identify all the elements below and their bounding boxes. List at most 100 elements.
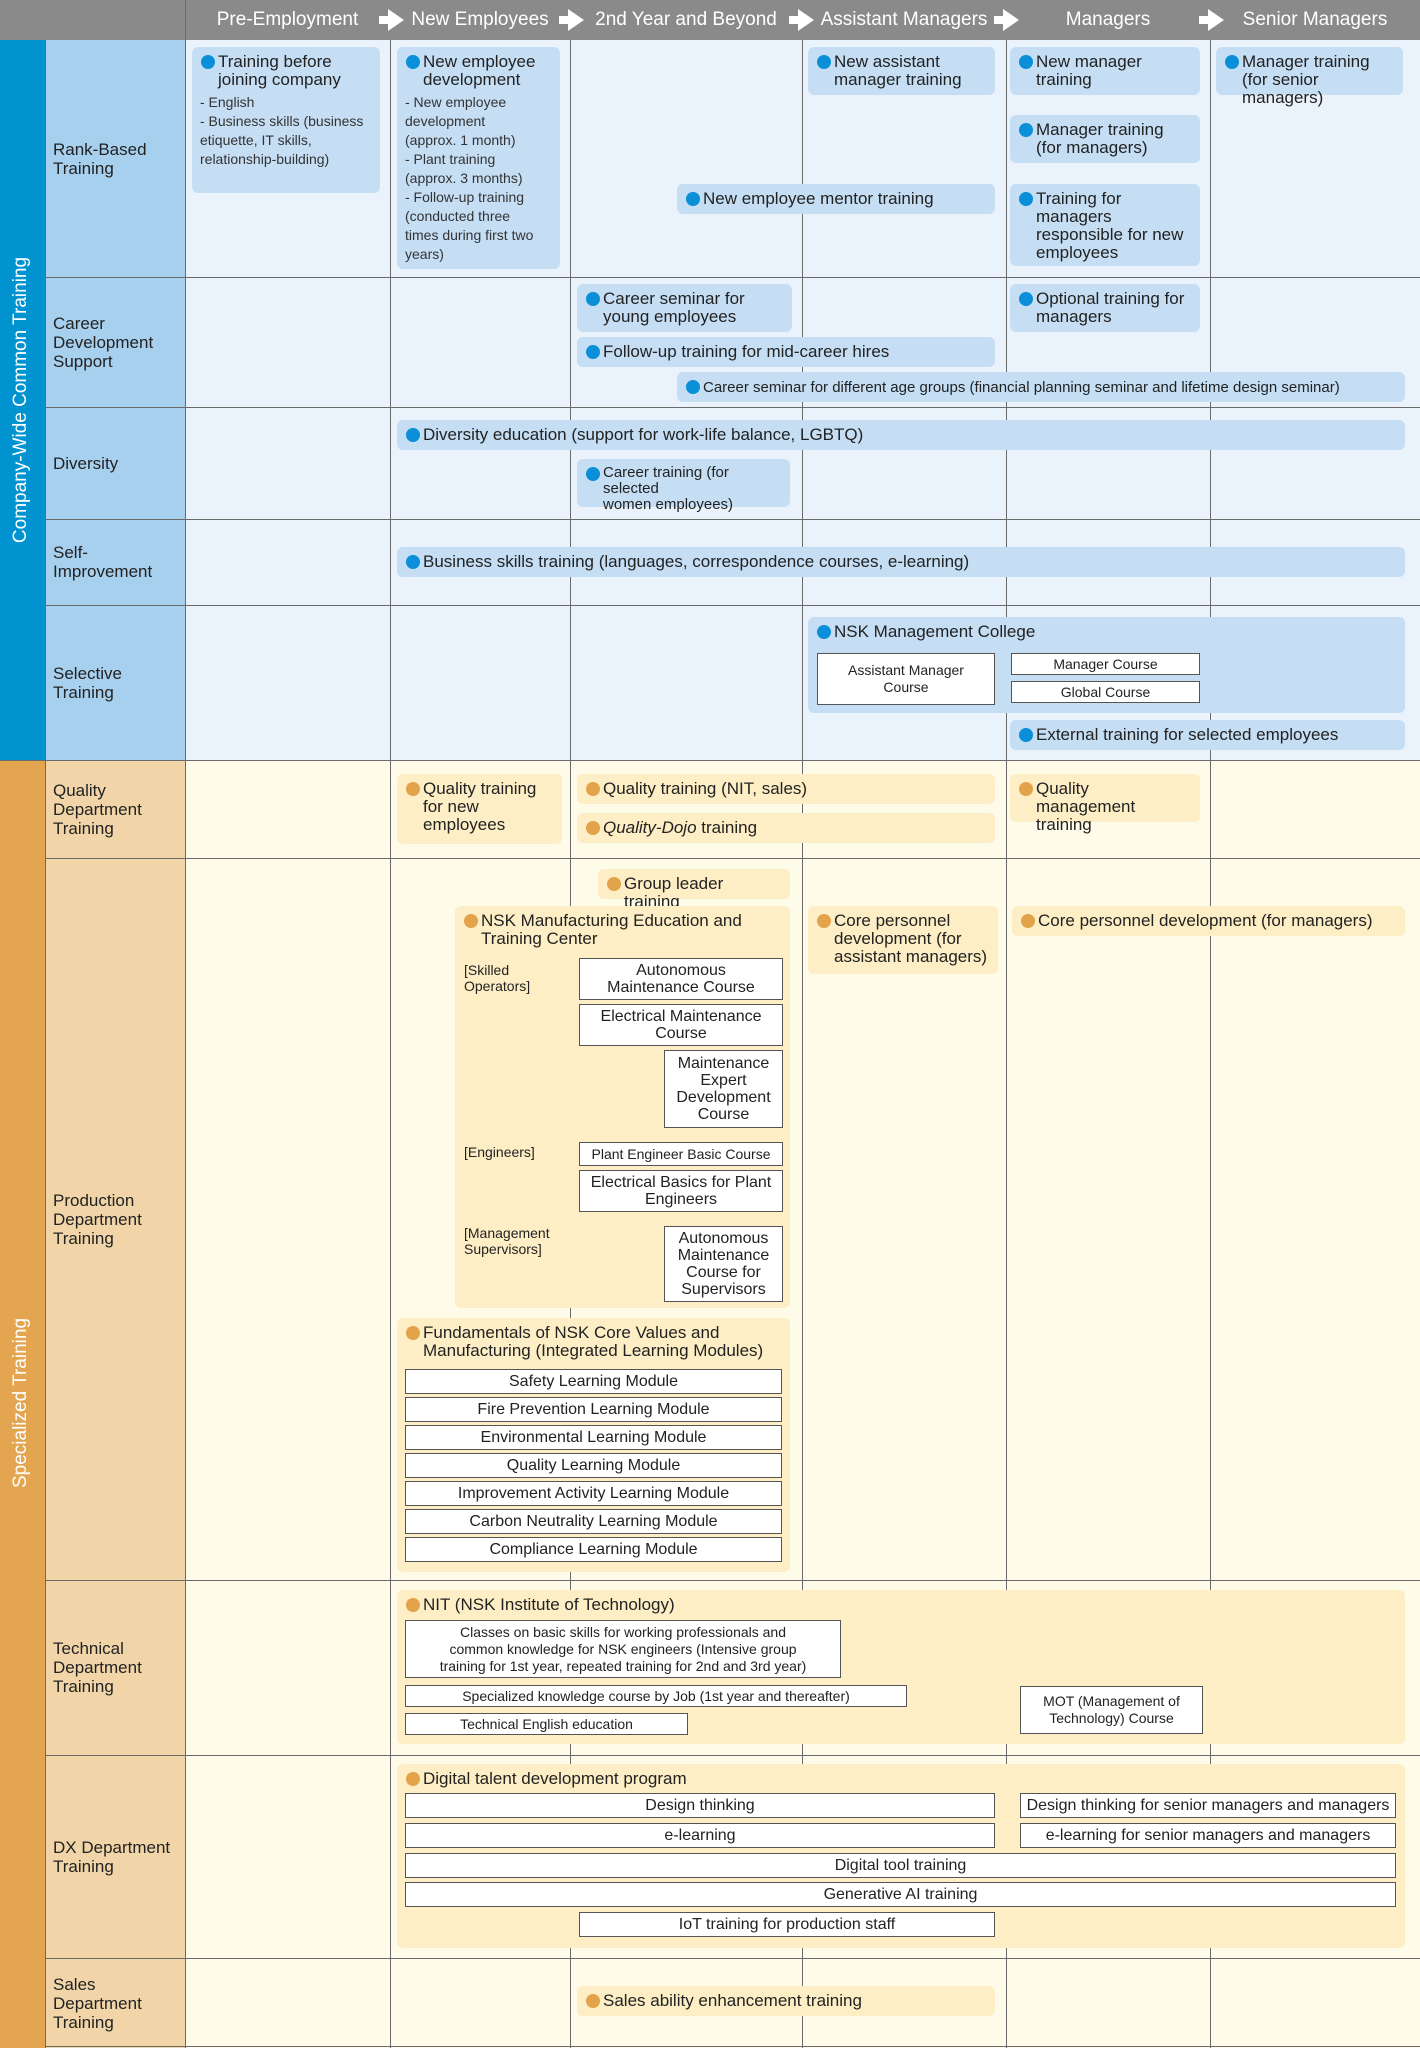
blue-dot-icon — [406, 555, 420, 569]
blue-dot-icon — [817, 55, 831, 69]
orange-dot-icon — [1019, 782, 1033, 796]
box-title: Manager training (for managers) — [1036, 120, 1164, 157]
box-title: Quality training for new employees — [423, 779, 537, 834]
business-skills-box: Business skills training (languages, cor… — [397, 547, 1405, 577]
grid-line — [45, 1958, 1420, 1959]
electrical-basics-course: Electrical Basics for Plant Engineers — [579, 1170, 783, 1212]
box-title: Sales ability enhancement training — [603, 1991, 862, 2010]
box-title: Quality management training — [1036, 779, 1136, 834]
manager-training-managers-box: Manager training (for managers) — [1010, 115, 1200, 163]
category-selective: Selective Training — [45, 605, 185, 760]
management-supervisors-label: [Management Supervisors] — [464, 1225, 550, 1257]
grid-line — [802, 40, 803, 2048]
mentor-training-box: New employee mentor training — [677, 184, 995, 214]
box-title: Quality-Dojo training — [577, 813, 995, 841]
grid-line — [1210, 40, 1211, 2048]
grid-line — [45, 277, 1420, 278]
career-young-box: Career seminar for young employees — [577, 284, 792, 332]
category-self-improvement: Self- Improvement — [45, 519, 185, 605]
stage-managers: Managers — [1065, 9, 1151, 30]
dojo-rest: training — [696, 818, 758, 837]
grid-line — [0, 760, 1420, 761]
blue-dot-icon — [1019, 292, 1033, 306]
autonomous-maintenance-course: Autonomous Maintenance Course — [579, 958, 783, 1000]
box-title: Quality training (NIT, sales) — [603, 779, 808, 798]
group-leader-box: Group leader training — [598, 869, 790, 911]
grid-line — [390, 40, 391, 2048]
design-thinking-course: Design thinking — [405, 1793, 995, 1818]
blue-dot-icon — [817, 625, 831, 639]
grid-line — [185, 0, 186, 2048]
specialized-training-bar — [0, 760, 45, 2048]
blue-dot-icon — [201, 55, 215, 69]
arrow-icon — [1003, 9, 1019, 31]
blue-dot-icon — [1225, 55, 1239, 69]
senior-manager-training-box: Manager training (for senior managers) — [1216, 47, 1403, 107]
category-dx: DX Department Training — [45, 1755, 185, 1958]
box-title: Business skills training (languages, cor… — [423, 552, 970, 571]
age-groups-seminar-box: Career seminar for different age groups … — [677, 372, 1405, 402]
grid-line — [45, 605, 1420, 606]
optional-manager-box: Optional training for managers — [1010, 284, 1200, 332]
external-training-box: External training for selected employees — [1010, 720, 1405, 750]
box-title: Career seminar for different age groups … — [703, 379, 1340, 396]
stage-senior-managers: Senior Managers — [1242, 9, 1388, 30]
box-title: Career training (for selected women empl… — [603, 464, 734, 513]
autonomous-supervisors-course: Autonomous Maintenance Course for Superv… — [664, 1226, 783, 1302]
technical-english-course: Technical English education — [405, 1713, 688, 1735]
new-employee-development-box: New employee development - New employee … — [397, 47, 560, 269]
box-title: Optional training for managers — [1036, 289, 1185, 326]
stage-new-employees: New Employees — [411, 9, 549, 30]
arrow-icon — [379, 16, 389, 24]
learning-module: Quality Learning Module — [405, 1453, 782, 1478]
box-title: Group leader training — [624, 874, 724, 911]
grid-line — [45, 407, 1420, 408]
blue-dot-icon — [686, 192, 700, 206]
core-personnel-assistant-box: Core personnel development (for assistan… — [808, 906, 998, 974]
category-sales: Sales Department Training — [45, 1958, 185, 2048]
stage-2nd-year: 2nd Year and Beyond — [595, 9, 777, 30]
mid-career-followup-box: Follow-up training for mid-career hires — [577, 337, 995, 367]
generative-ai-course: Generative AI training — [405, 1882, 1396, 1907]
orange-dot-icon — [1021, 914, 1035, 928]
box-title: NIT (NSK Institute of Technology) — [423, 1595, 675, 1614]
blue-dot-icon — [586, 292, 600, 306]
diversity-education-box: Diversity education (support for work-li… — [397, 420, 1405, 450]
orange-dot-icon — [406, 1326, 420, 1340]
box-bullets: - New employee development (approx. 1 mo… — [405, 94, 534, 262]
learning-module: Fire Prevention Learning Module — [405, 1397, 782, 1422]
blue-dot-icon — [406, 428, 420, 442]
grid-line — [45, 1580, 1420, 1581]
blue-dot-icon — [1019, 123, 1033, 137]
arrow-icon — [388, 9, 404, 31]
grid-line — [45, 519, 1420, 520]
basic-skills-classes: Classes on basic skills for working prof… — [405, 1620, 841, 1678]
box-title: Career seminar for young employees — [603, 289, 745, 326]
box-title: New assistant manager training — [834, 52, 962, 89]
global-course: Global Course — [1011, 681, 1200, 703]
common-training-bar — [0, 40, 45, 760]
arrow-icon — [1199, 16, 1209, 24]
skilled-operators-label: [Skilled Operators] — [464, 962, 531, 994]
iot-course: IoT training for production staff — [579, 1912, 995, 1937]
women-career-box: Career training (for selected women empl… — [577, 459, 790, 513]
box-title: New manager training — [1036, 52, 1142, 89]
orange-dot-icon — [406, 1598, 420, 1612]
arrow-icon — [559, 16, 569, 24]
orange-dot-icon — [817, 914, 831, 928]
specialized-training-label: Specialized Training — [10, 1317, 31, 1489]
sales-ability-box: Sales ability enhancement training — [577, 1986, 995, 2016]
box-title: NSK Management College — [834, 622, 1036, 641]
grid-line — [1006, 40, 1007, 2048]
managers-responsible-box: Training for managers responsible for ne… — [1010, 184, 1200, 266]
quality-nit-sales-box: Quality training (NIT, sales) — [577, 774, 995, 804]
category-rank-based: Rank-Based Training — [45, 40, 185, 277]
grid-line — [45, 2046, 1420, 2047]
blue-dot-icon — [1019, 55, 1033, 69]
electrical-maintenance-course: Electrical Maintenance Course — [579, 1004, 783, 1046]
elearning-course: e-learning — [405, 1823, 995, 1848]
box-title: Manager training (for senior managers) — [1242, 52, 1370, 107]
learning-module: Safety Learning Module — [405, 1369, 782, 1394]
orange-dot-icon — [586, 821, 600, 835]
arrow-icon — [994, 16, 1004, 24]
